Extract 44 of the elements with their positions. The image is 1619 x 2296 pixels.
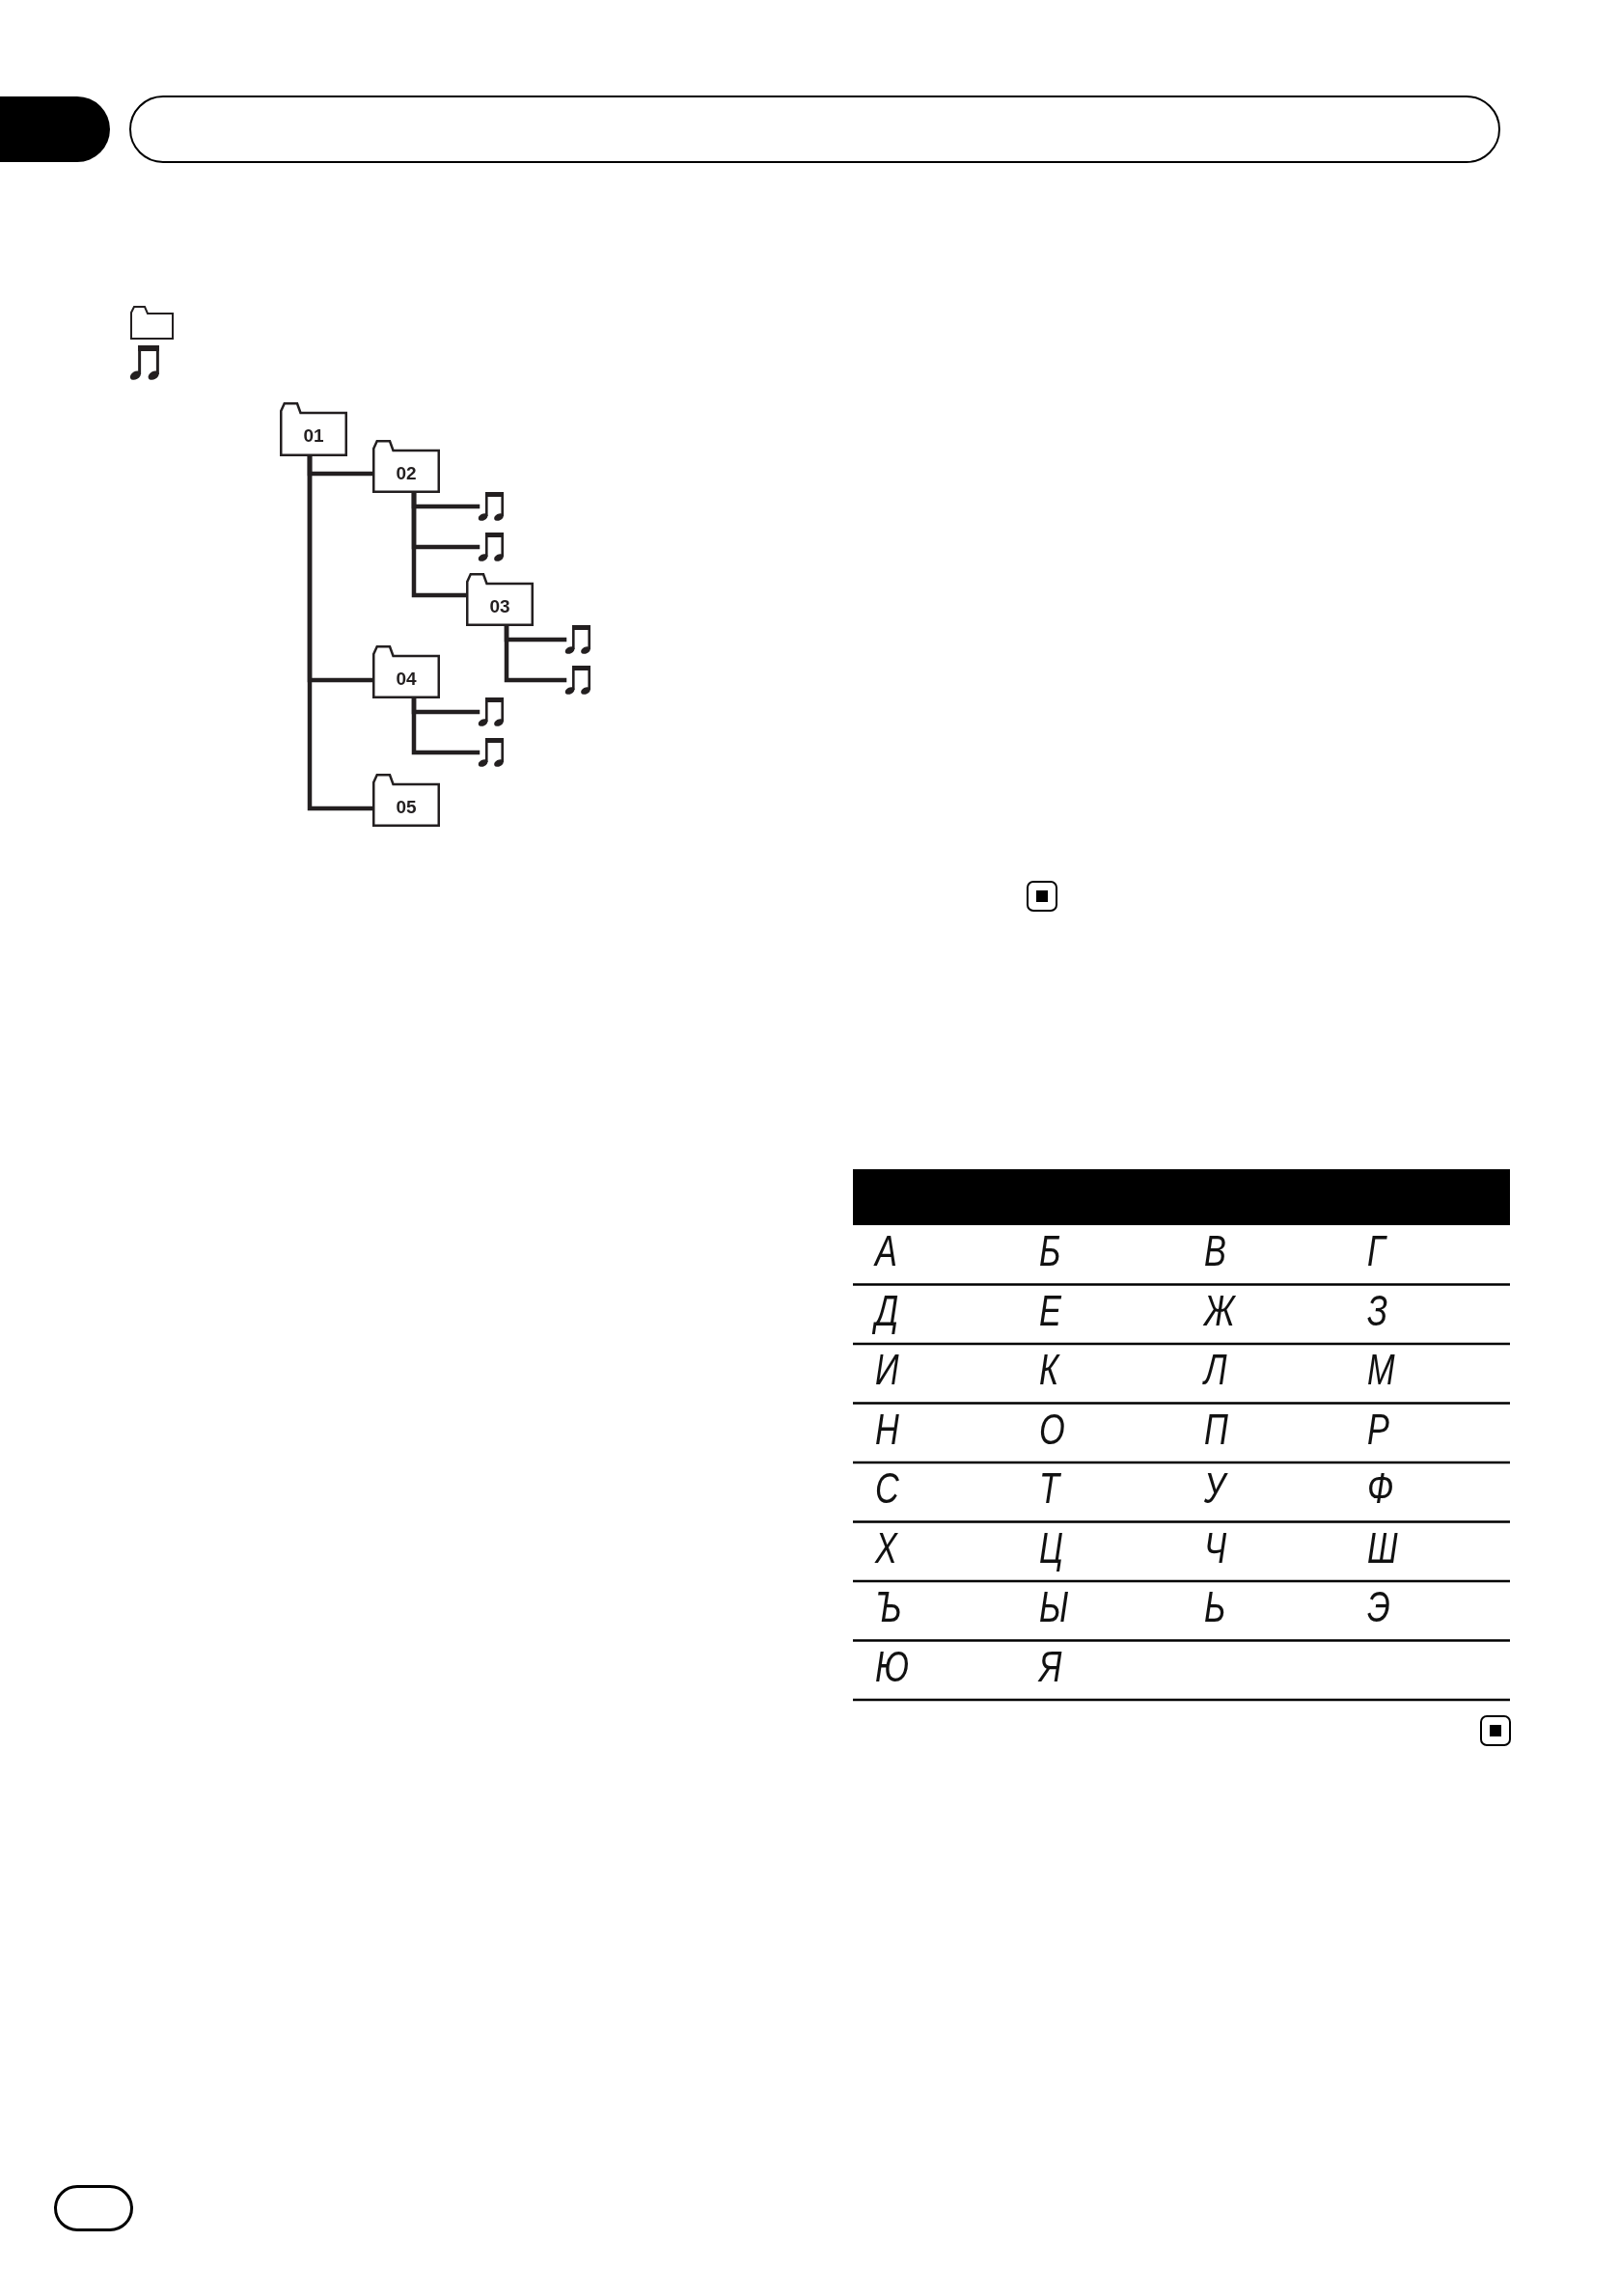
folder-number: 04 [396,669,417,688]
display-character: И [875,1349,899,1391]
display-character: Ж [1204,1289,1235,1332]
display-character: Г [1367,1230,1386,1272]
display-character: Я [1039,1645,1062,1688]
display-character: З [1367,1289,1388,1332]
display-character: Э [1367,1586,1390,1628]
music-note-icon [564,666,591,695]
display-character: Ш [1367,1526,1398,1570]
display-character: Х [875,1526,897,1570]
folder-number: 01 [303,426,324,445]
folder-number: 05 [396,797,417,816]
folder-shape [280,402,347,456]
display-character: Л [1204,1349,1227,1391]
folder-number: 02 [396,463,417,482]
music-note-icon [478,738,505,767]
display-character: Ъ [875,1586,902,1628]
display-character: Б [1039,1230,1061,1272]
display-character: Ч [1204,1526,1227,1570]
display-character: О [1039,1408,1065,1451]
music-note-icon [478,492,505,521]
display-character: В [1204,1230,1226,1272]
display-character: Т [1039,1467,1059,1510]
display-character: С [875,1467,899,1510]
folder-number: 03 [489,596,510,615]
display-character: Ь [1204,1586,1226,1628]
folder-shape [372,440,440,493]
folder-shape [466,573,534,626]
folder-shape [372,774,440,827]
music-note-icon [478,697,505,726]
display-character: Е [1039,1289,1061,1332]
display-character: А [875,1230,897,1272]
display-character: Р [1367,1408,1389,1451]
display-character: Н [875,1408,899,1451]
display-character: Ы [1039,1586,1069,1628]
display-character: К [1039,1349,1059,1391]
music-note-icon [478,533,505,561]
music-note-icon [564,625,591,654]
display-character: Ц [1039,1526,1063,1570]
display-character: П [1204,1408,1228,1451]
folder-shape [372,645,440,698]
display-character: Ю [875,1645,910,1688]
display-character: М [1367,1349,1395,1391]
display-character: Ф [1367,1467,1394,1510]
